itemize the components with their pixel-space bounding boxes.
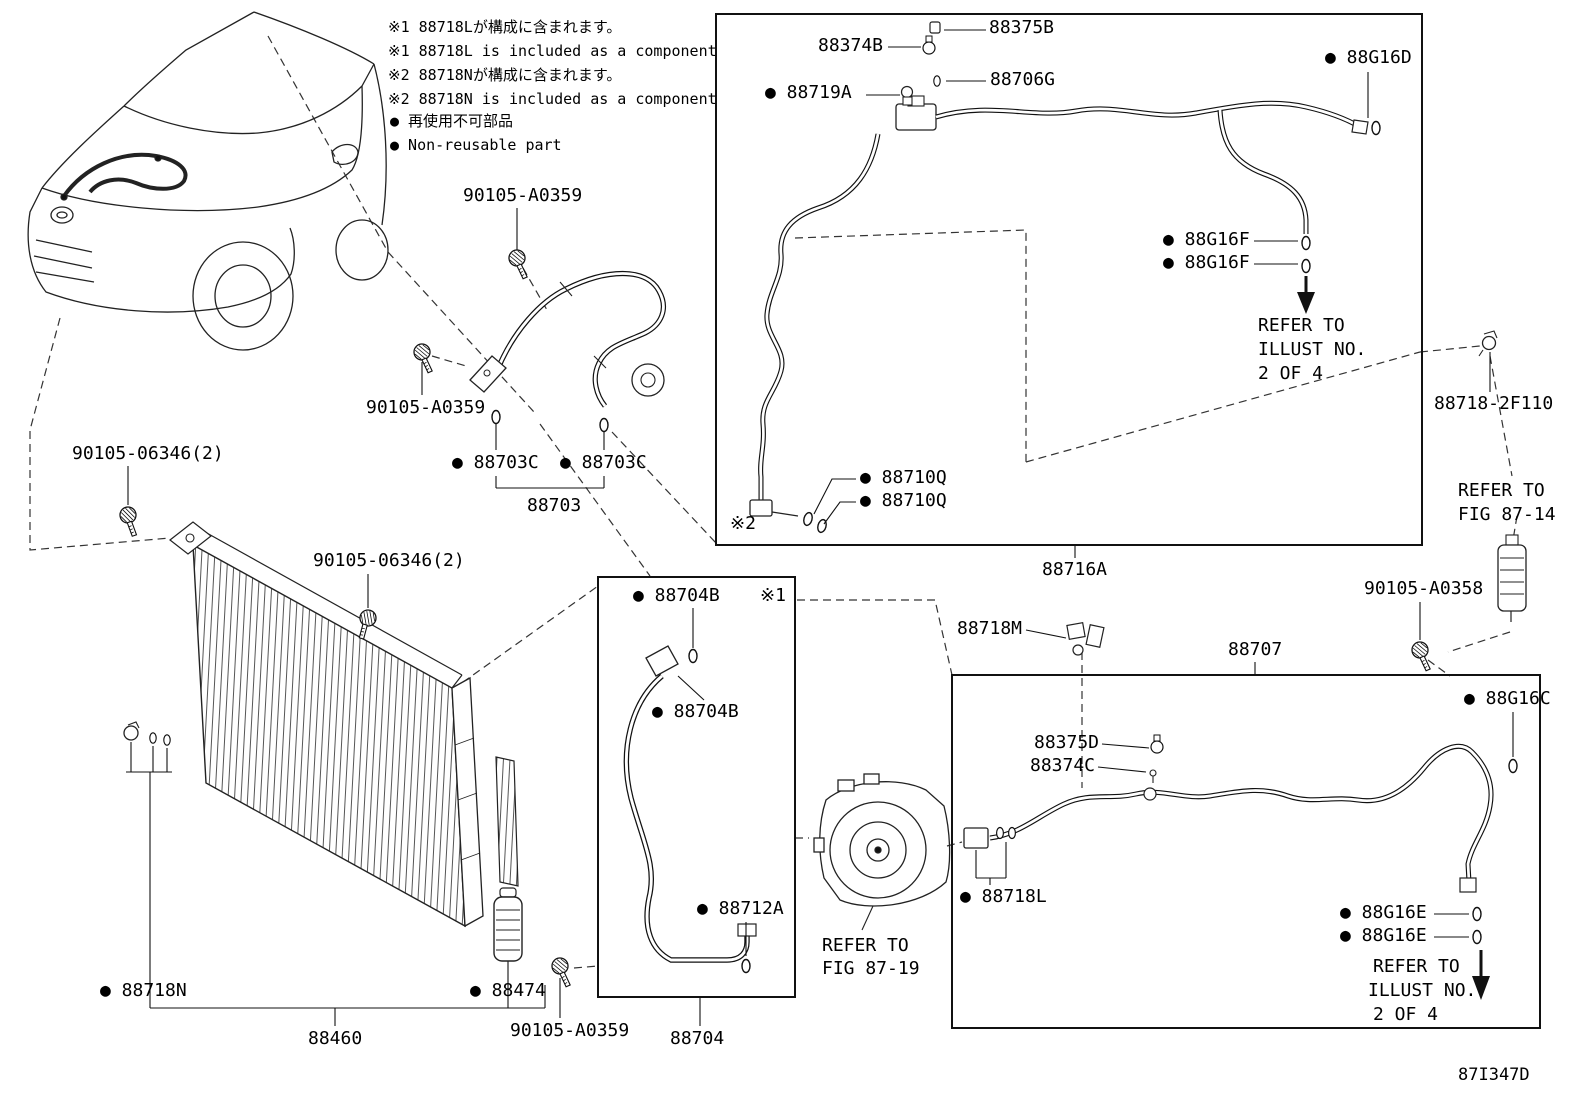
o-ring-icon [1472, 929, 1482, 945]
label-88718-2F110: 88718-2F110 [1434, 393, 1554, 414]
o-ring-icon [491, 409, 501, 425]
label-88712A: ● 88712A [697, 898, 784, 919]
o-ring-icon [149, 732, 157, 744]
charge-valve-icon [1150, 734, 1164, 754]
compressor-sketch [813, 773, 951, 907]
label-88718N: ● 88718N [100, 980, 187, 1001]
label-88716A: 88716A [1042, 559, 1108, 580]
o-ring-icon [1301, 258, 1311, 274]
label-90105-A0359-bottom: 90105-A0359 [510, 1020, 630, 1041]
refer-illust-line2: ILLUST NO. [1258, 339, 1367, 360]
label-90105-A0359-top: 90105-A0359 [463, 185, 583, 206]
refer-fig8719-line1: REFER TO [822, 935, 909, 956]
refer-fig8714-line1: REFER TO [1458, 480, 1545, 501]
refer-fig8714-line2: FIG 87-14 [1458, 504, 1556, 525]
cap-icon [929, 21, 941, 34]
label-88707: 88707 [1228, 639, 1283, 660]
leader-fig8719 [861, 905, 874, 931]
note-line: ※2 88718N is included as a component [388, 90, 717, 108]
label-88G16E-1: ● 88G16E [1340, 902, 1427, 923]
label-88706G: 88706G [990, 69, 1056, 90]
label-88719A: ● 88719A [765, 82, 852, 103]
label-88718M: 88718M [957, 618, 1023, 639]
label-88460: 88460 [308, 1028, 363, 1049]
label-88G16F-1: ● 88G16F [1163, 229, 1250, 250]
bolt-icon [1405, 638, 1442, 673]
o-ring-icon [599, 417, 609, 433]
down-arrow-icon [1297, 276, 1315, 314]
label-90105-A0359-left: 90105-A0359 [366, 397, 486, 418]
label-90105-06346-left: 90105-06346(2) [72, 443, 224, 464]
label-88474: ● 88474 [470, 980, 546, 1001]
label-88703: 88703 [527, 495, 582, 516]
note-line: ※2 88718Nが構成に含まれます。 [388, 66, 622, 84]
condenser [123, 521, 523, 968]
pressure-switch-icon [900, 85, 914, 106]
o-ring-icon [688, 648, 698, 664]
clamp-88718N [123, 721, 171, 746]
bolt-icon [113, 503, 149, 539]
o-ring-icon [1472, 906, 1482, 922]
label-88704B-1: ● 88704B [633, 585, 720, 606]
refer-illust2-line1: REFER TO [1373, 956, 1460, 977]
side-seal [495, 756, 519, 887]
refer-illust2-line2: ILLUST NO. [1368, 980, 1477, 1001]
marker-note2: ※2 [730, 513, 756, 534]
label-88G16D: ● 88G16D [1325, 47, 1412, 68]
dashed-leader-lines [29, 35, 1518, 969]
bolt-icon [545, 954, 582, 989]
marker-note1: ※1 [760, 585, 786, 606]
diagram-code: 87I347D [1458, 1065, 1530, 1085]
label-88710Q-2: ● 88710Q [860, 490, 947, 511]
label-88704B-2: ● 88704B [652, 701, 739, 722]
leader-lines [126, 29, 1514, 1026]
note-nonreusable-en: ● Non-reusable part [390, 136, 562, 154]
valve-core-icon [1149, 769, 1157, 783]
label-88374C: 88374C [1030, 755, 1096, 776]
hose-88703 [407, 246, 666, 433]
o-ring-icon [741, 958, 751, 974]
label-88703C-left: ● 88703C [452, 452, 539, 473]
box-88704 [597, 576, 796, 998]
refer-illust-line1: REFER TO [1258, 315, 1345, 336]
o-ring-icon [801, 510, 815, 528]
label-88G16F-2: ● 88G16F [1163, 252, 1250, 273]
refer-illust2-line3: 2 OF 4 [1373, 1004, 1439, 1025]
o-ring-icon [933, 75, 941, 87]
label-88718L: ● 88718L [960, 886, 1047, 907]
drier-cartridge-icon [1497, 534, 1527, 622]
o-ring-icon [1508, 758, 1518, 774]
vehicle-sketch [27, 11, 389, 351]
bolt-icon [502, 246, 539, 281]
label-88703C-right: ● 88703C [560, 452, 647, 473]
label-88G16C: ● 88G16C [1464, 688, 1551, 709]
receiver-drier [493, 887, 523, 968]
o-ring-icon [996, 826, 1004, 840]
label-88375D: 88375D [1034, 732, 1100, 753]
o-ring-icon [163, 734, 171, 746]
refer-illust-line3: 2 OF 4 [1258, 363, 1324, 384]
label-88704: 88704 [670, 1028, 725, 1049]
down-arrow-icon [1472, 950, 1490, 1000]
box-88707 [951, 674, 1541, 1029]
o-ring-icon [1371, 120, 1381, 136]
clamp-88718-2F110 [1478, 330, 1498, 357]
o-ring-icon [1301, 235, 1311, 251]
label-88710Q-1: ● 88710Q [860, 467, 947, 488]
o-ring-icon [1008, 826, 1016, 840]
note-line: ※1 88718Lが構成に含まれます。 [388, 18, 622, 36]
label-88G16E-2: ● 88G16E [1340, 925, 1427, 946]
label-90105-06346-mid: 90105-06346(2) [313, 550, 465, 571]
grommet-88718M [1066, 622, 1105, 656]
label-88374B: 88374B [818, 35, 884, 56]
bolt-icon [354, 608, 381, 641]
box-88716A [715, 13, 1423, 546]
refer-fig8719-line2: FIG 87-19 [822, 958, 920, 979]
label-88375B: 88375B [989, 17, 1055, 38]
note-line: ※1 88718L is included as a component [388, 42, 717, 60]
charge-valve-icon [922, 35, 936, 55]
label-90105-A0358: 90105-A0358 [1364, 578, 1484, 599]
note-nonreusable-jp: ● 再使用不可部品 [390, 112, 514, 130]
